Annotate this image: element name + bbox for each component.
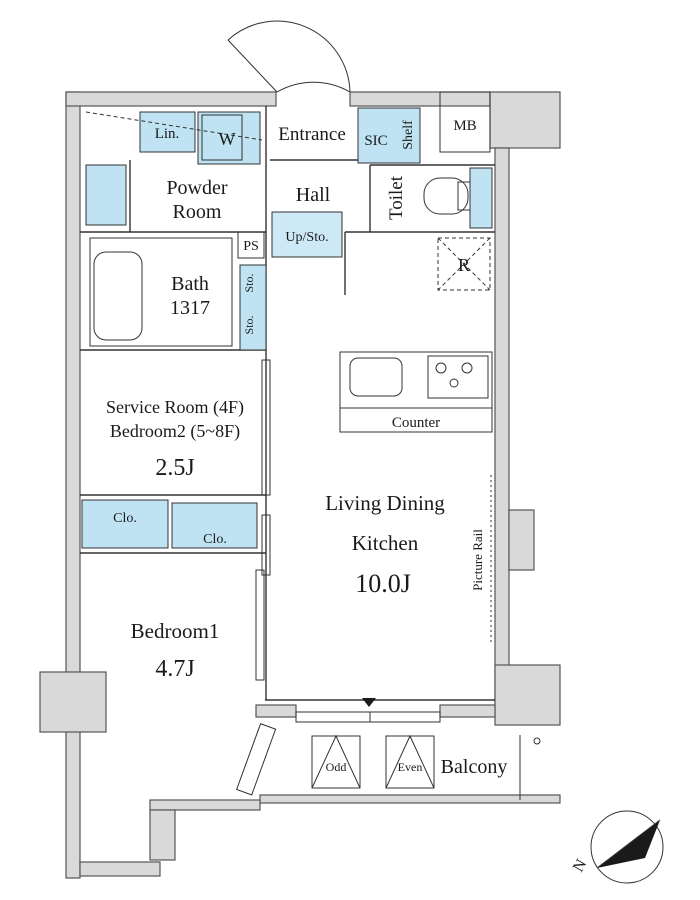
label-sto-2: Sto. [242,315,256,334]
label-entrance: Entrance [278,124,346,145]
label-even: Even [398,760,423,774]
label-hall: Hall [296,184,331,206]
entry-arrow-icon [362,698,376,707]
balcony-window [295,698,441,723]
label-clo-2: Clo. [203,532,227,547]
label-service-room-size: 2.5J [155,455,194,481]
label-up-sto: Up/Sto. [285,230,328,245]
washer-icon [201,114,243,161]
label-kitchen: Kitchen [352,531,419,555]
label-clo-1: Clo. [113,511,137,526]
label-powder-room: Powder [166,177,227,199]
outdoor-units [311,734,435,789]
toilet-icon [423,177,471,215]
label-ps: PS [243,239,259,254]
exterior-walls [39,91,561,879]
label-sic: SIC [364,133,387,149]
label-r: R [458,255,470,275]
label-living-dining: Living Dining [325,491,445,515]
label-bath: Bath [171,273,209,295]
label-shelf: Shelf [401,120,416,150]
label-odd: Odd [326,760,347,774]
label-picture-rail: Picture Rail [470,529,485,591]
refrigerator-space [437,237,491,291]
label-bedroom1: Bedroom1 [131,619,220,643]
label-north: N [570,856,591,875]
label-bath-size: 1317 [170,297,210,319]
ps-box [237,231,265,259]
label-counter: Counter [392,415,440,431]
label-bedroom2: Bedroom2 (5~8F) [110,421,240,442]
label-sto-1: Sto. [242,273,256,292]
entrance-door [227,20,351,93]
label-service-room: Service Room (4F) [106,397,244,418]
bath-outline [89,237,233,347]
dashed-line [85,111,263,141]
label-toilet: Toilet [386,175,407,220]
label-lin: Lin. [155,126,180,142]
kitchen-counter [339,351,493,433]
label-bedroom1-size: 4.7J [155,656,194,682]
partitions [80,106,495,701]
label-powder-room-2: Room [173,201,222,223]
bay-window [235,723,277,796]
storage-areas [81,107,493,549]
compass [590,810,664,884]
label-ldk-size: 10.0J [355,569,411,598]
label-balcony: Balcony [441,756,508,778]
label-mb: MB [453,118,476,134]
bathtub-icon [93,251,143,341]
mb-box [439,91,491,153]
balcony-rail [519,735,541,800]
sliding-doors [255,359,271,681]
label-w: W [219,129,236,149]
